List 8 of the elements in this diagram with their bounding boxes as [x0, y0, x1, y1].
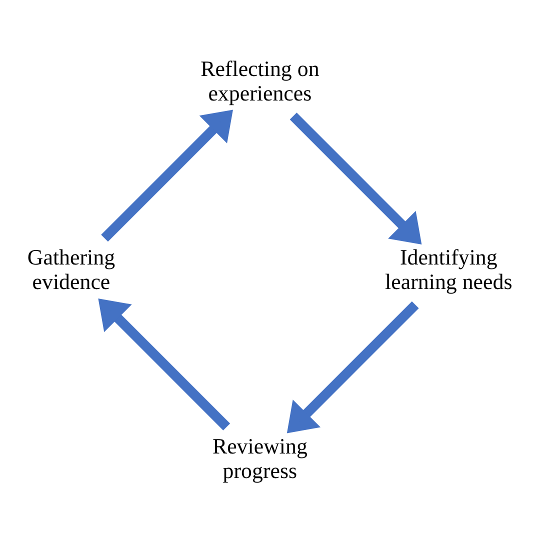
node-text: Reviewing progress — [212, 432, 308, 482]
node-text: Gathering evidence — [27, 244, 116, 294]
arrow — [286, 300, 419, 433]
node-text: Identifying learning needs — [385, 244, 512, 294]
arrow — [98, 298, 230, 430]
arrow — [101, 109, 233, 242]
node-text: Reflecting on experiences — [200, 55, 320, 105]
arrow — [290, 112, 422, 244]
